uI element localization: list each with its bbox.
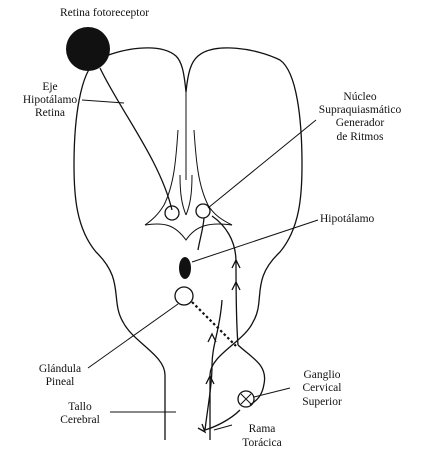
- label-pineal-line1: Glándula: [39, 363, 81, 375]
- label-scn-line4: de Ritmos: [337, 131, 384, 143]
- label-ganglion-line2: Cervical: [303, 382, 342, 394]
- label-ganglion-line1: Ganglio: [303, 369, 340, 381]
- retina-photoreceptor-dot: [66, 27, 110, 71]
- label-axis-line1: Eje: [42, 81, 57, 93]
- label-ganglion-line3: Superior: [302, 396, 342, 408]
- label-hypothalamus: Hipotálamo: [320, 213, 375, 225]
- label-axis-line3: Retina: [35, 107, 65, 119]
- third-ventricle-right: [186, 175, 192, 215]
- label-thoracic-line2: Torácica: [242, 437, 281, 449]
- arrowhead-3: [208, 334, 216, 342]
- retinohypothalamic-tract: [100, 68, 172, 210]
- label-retina-photoreceptor: Retina fotoreceptor: [60, 7, 149, 19]
- medial-contour-right: [194, 130, 232, 225]
- pineal-pointer: [88, 304, 178, 368]
- label-scn-line2: Supraquiasmático: [319, 104, 402, 116]
- hypothalamus-pointer: [192, 220, 318, 262]
- label-pineal-line2: Pineal: [46, 376, 75, 388]
- pathway-to-ganglion: [238, 345, 265, 405]
- scn-right: [196, 204, 210, 218]
- label-scn-line1: Núcleo: [343, 91, 376, 103]
- chiasm-contour: [145, 224, 232, 240]
- third-ventricle-left: [180, 175, 186, 215]
- brain-outline: [74, 48, 302, 440]
- pathway-scn-to-paraventricular: [198, 218, 204, 250]
- arrowhead-5: [198, 424, 205, 432]
- hypothalamus-nucleus: [179, 257, 191, 279]
- label-scn-line3: Generador: [336, 117, 385, 129]
- pathway-descending-right: [212, 216, 238, 345]
- label-thoracic-line1: Rama: [249, 423, 276, 435]
- label-brainstem-line2: Cerebral: [60, 414, 100, 426]
- label-brainstem-line1: Tallo: [68, 401, 92, 413]
- medial-contour-left: [145, 130, 178, 225]
- pineal-gland: [175, 287, 193, 305]
- ganglion-pointer: [254, 388, 290, 397]
- label-axis-line2: Hipotálamo: [23, 94, 78, 106]
- scn-pointer: [208, 120, 316, 208]
- ganglion-cross: [241, 394, 251, 404]
